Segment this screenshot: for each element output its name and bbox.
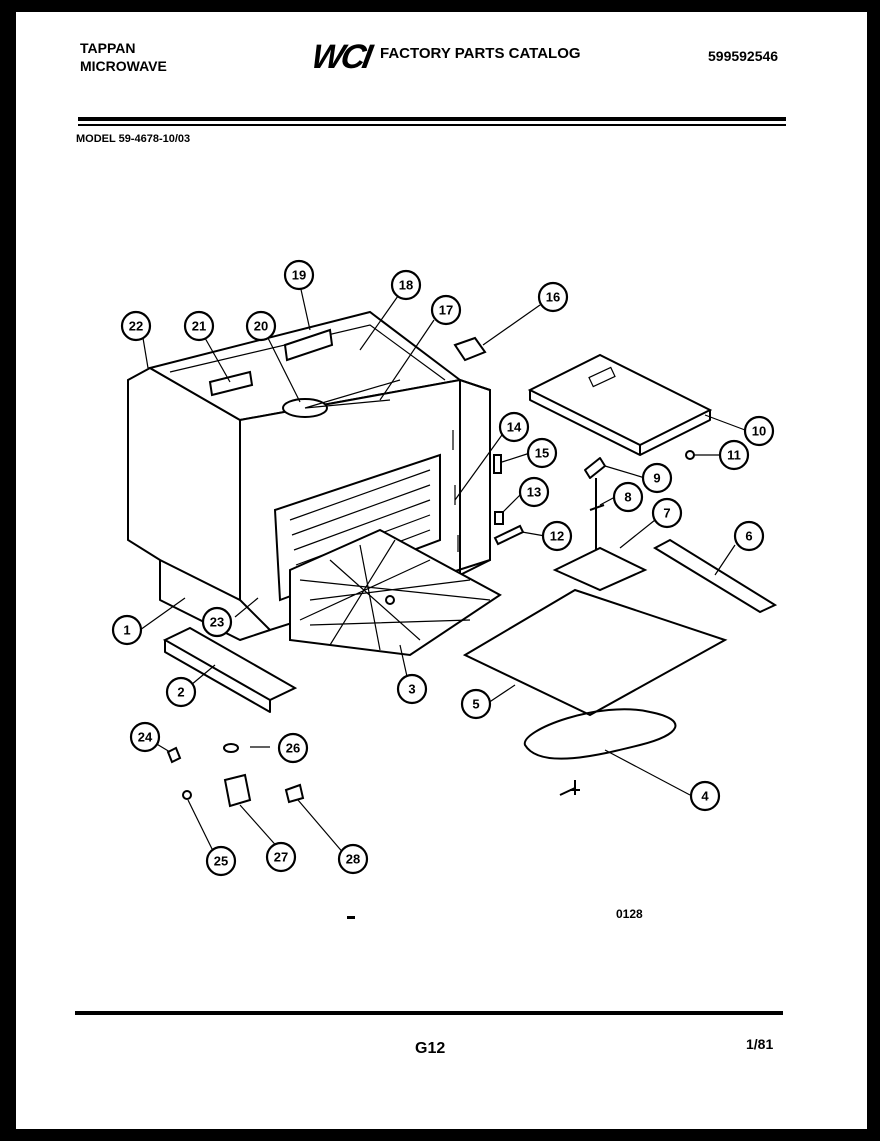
svg-text:28: 28 [346, 852, 360, 867]
svg-text:7: 7 [663, 506, 670, 521]
callout-26: 26 [277, 732, 309, 764]
callout-5: 5 [460, 688, 492, 720]
footer-rule [75, 1011, 783, 1015]
svg-text:3: 3 [408, 682, 415, 697]
model-number: MODEL 59-4678-10/03 [76, 133, 191, 145]
svg-text:12: 12 [550, 529, 564, 544]
svg-text:19: 19 [292, 268, 306, 283]
stray-mark [347, 916, 355, 919]
small-parts [452, 430, 695, 560]
svg-text:14: 14 [507, 420, 522, 435]
callout-4: 4 [689, 780, 721, 812]
callout-18: 18 [390, 269, 422, 301]
callout-21: 21 [183, 310, 215, 342]
callout-11: 11 [718, 439, 750, 471]
svg-text:4: 4 [701, 789, 709, 804]
brand-line1: TAPPAN [80, 40, 136, 56]
svg-text:22: 22 [129, 319, 143, 334]
callout-2: 2 [165, 676, 197, 708]
callout-12: 12 [541, 520, 573, 552]
catalog-date: 1/81 [746, 1036, 774, 1052]
deflector [552, 546, 648, 592]
svg-text:20: 20 [254, 319, 268, 334]
callout-7: 7 [651, 497, 683, 529]
brand-line2: MICROWAVE [80, 58, 167, 74]
callout-6: 6 [733, 520, 765, 552]
svg-text:10: 10 [752, 424, 766, 439]
catalog-number: 599592546 [708, 48, 779, 64]
svg-text:18: 18 [399, 278, 413, 293]
callout-27: 27 [265, 841, 297, 873]
header-rule [78, 117, 786, 121]
callout-17: 17 [430, 294, 462, 326]
svg-text:15: 15 [535, 446, 549, 461]
svg-text:24: 24 [138, 730, 153, 745]
svg-text:5: 5 [472, 697, 479, 712]
page-number: G12 [415, 1040, 446, 1057]
callout-14: 14 [498, 411, 530, 443]
svg-text:23: 23 [210, 615, 224, 630]
callout-16: 16 [537, 281, 569, 313]
svg-text:6: 6 [745, 529, 752, 544]
callout-8: 8 [612, 481, 644, 513]
callout-13: 13 [518, 476, 550, 508]
callout-22: 22 [120, 310, 152, 342]
callout-24: 24 [129, 721, 161, 753]
callout-1: 1 [111, 614, 143, 646]
svg-text:1: 1 [123, 623, 130, 638]
bake-element [523, 708, 677, 796]
callout-3: 3 [396, 673, 428, 705]
callout-19: 19 [283, 259, 315, 291]
svg-text:17: 17 [439, 303, 453, 318]
hardware [166, 743, 305, 808]
svg-text:27: 27 [274, 850, 288, 865]
bottom-panel [462, 588, 728, 717]
callout-10: 10 [743, 415, 775, 447]
svg-text:8: 8 [624, 490, 631, 505]
callout-15: 15 [526, 437, 558, 469]
callout-28: 28 [337, 843, 369, 875]
svg-text:16: 16 [546, 290, 560, 305]
svg-text:26: 26 [286, 741, 300, 756]
catalog-title: FACTORY PARTS CATALOG [380, 45, 581, 62]
callout-9: 9 [641, 462, 673, 494]
callout-20: 20 [245, 310, 277, 342]
diagram-code: 0128 [616, 907, 643, 921]
base-rail [162, 626, 298, 713]
callout-25: 25 [205, 845, 237, 877]
svg-text:2: 2 [177, 685, 184, 700]
svg-text:21: 21 [192, 319, 206, 334]
svg-text:9: 9 [653, 471, 660, 486]
header-rule-thin [78, 124, 786, 126]
svg-text:11: 11 [727, 448, 741, 463]
oven-rack [289, 528, 502, 657]
svg-text:13: 13 [527, 485, 541, 500]
element-bracket [652, 538, 778, 614]
bracket [453, 336, 487, 362]
svg-text:25: 25 [214, 854, 228, 869]
control-panel [527, 353, 713, 456]
callout-23: 23 [201, 606, 233, 638]
